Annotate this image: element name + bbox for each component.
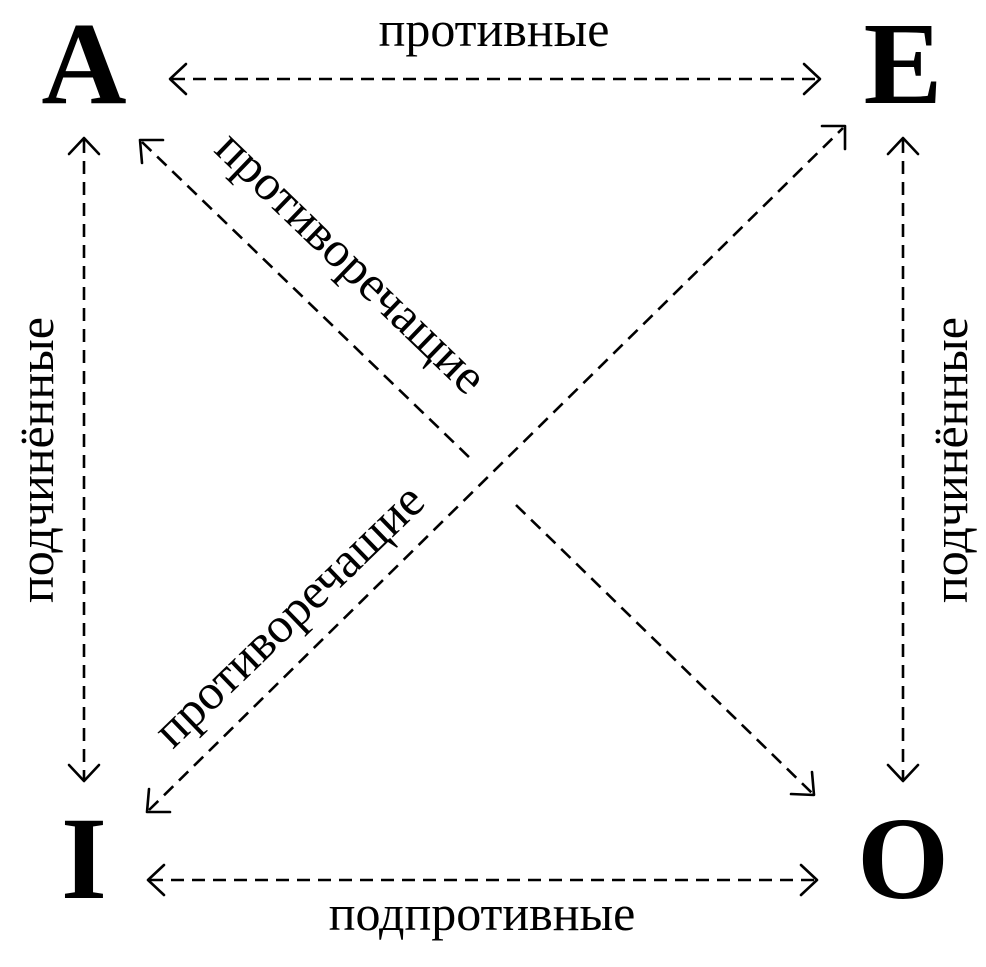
corner-i-label: I	[61, 793, 107, 924]
relation-bottom-label: подпротивные	[329, 885, 636, 941]
relation-diag-ao-label: противоречащие	[205, 119, 498, 405]
arrow-a-i-subaltern	[67, 136, 101, 783]
relation-right-label: подчинённые	[922, 317, 978, 603]
relation-left-label: подчинённые	[8, 317, 64, 603]
arrow-a-e-contrary	[168, 62, 822, 96]
corner-o-label: O	[857, 793, 949, 924]
relation-top-label: противные	[379, 1, 610, 57]
arrow-i-o-subcontrary	[146, 863, 819, 897]
corner-a-label: A	[41, 0, 126, 129]
relation-diag-ie-label: противоречащие	[142, 472, 435, 758]
arrow-i-e-contradictory	[145, 124, 847, 814]
corner-e-label: E	[864, 0, 943, 129]
arrow-e-o-subaltern	[886, 136, 920, 783]
arrow-a-o-contradictory	[138, 138, 816, 797]
